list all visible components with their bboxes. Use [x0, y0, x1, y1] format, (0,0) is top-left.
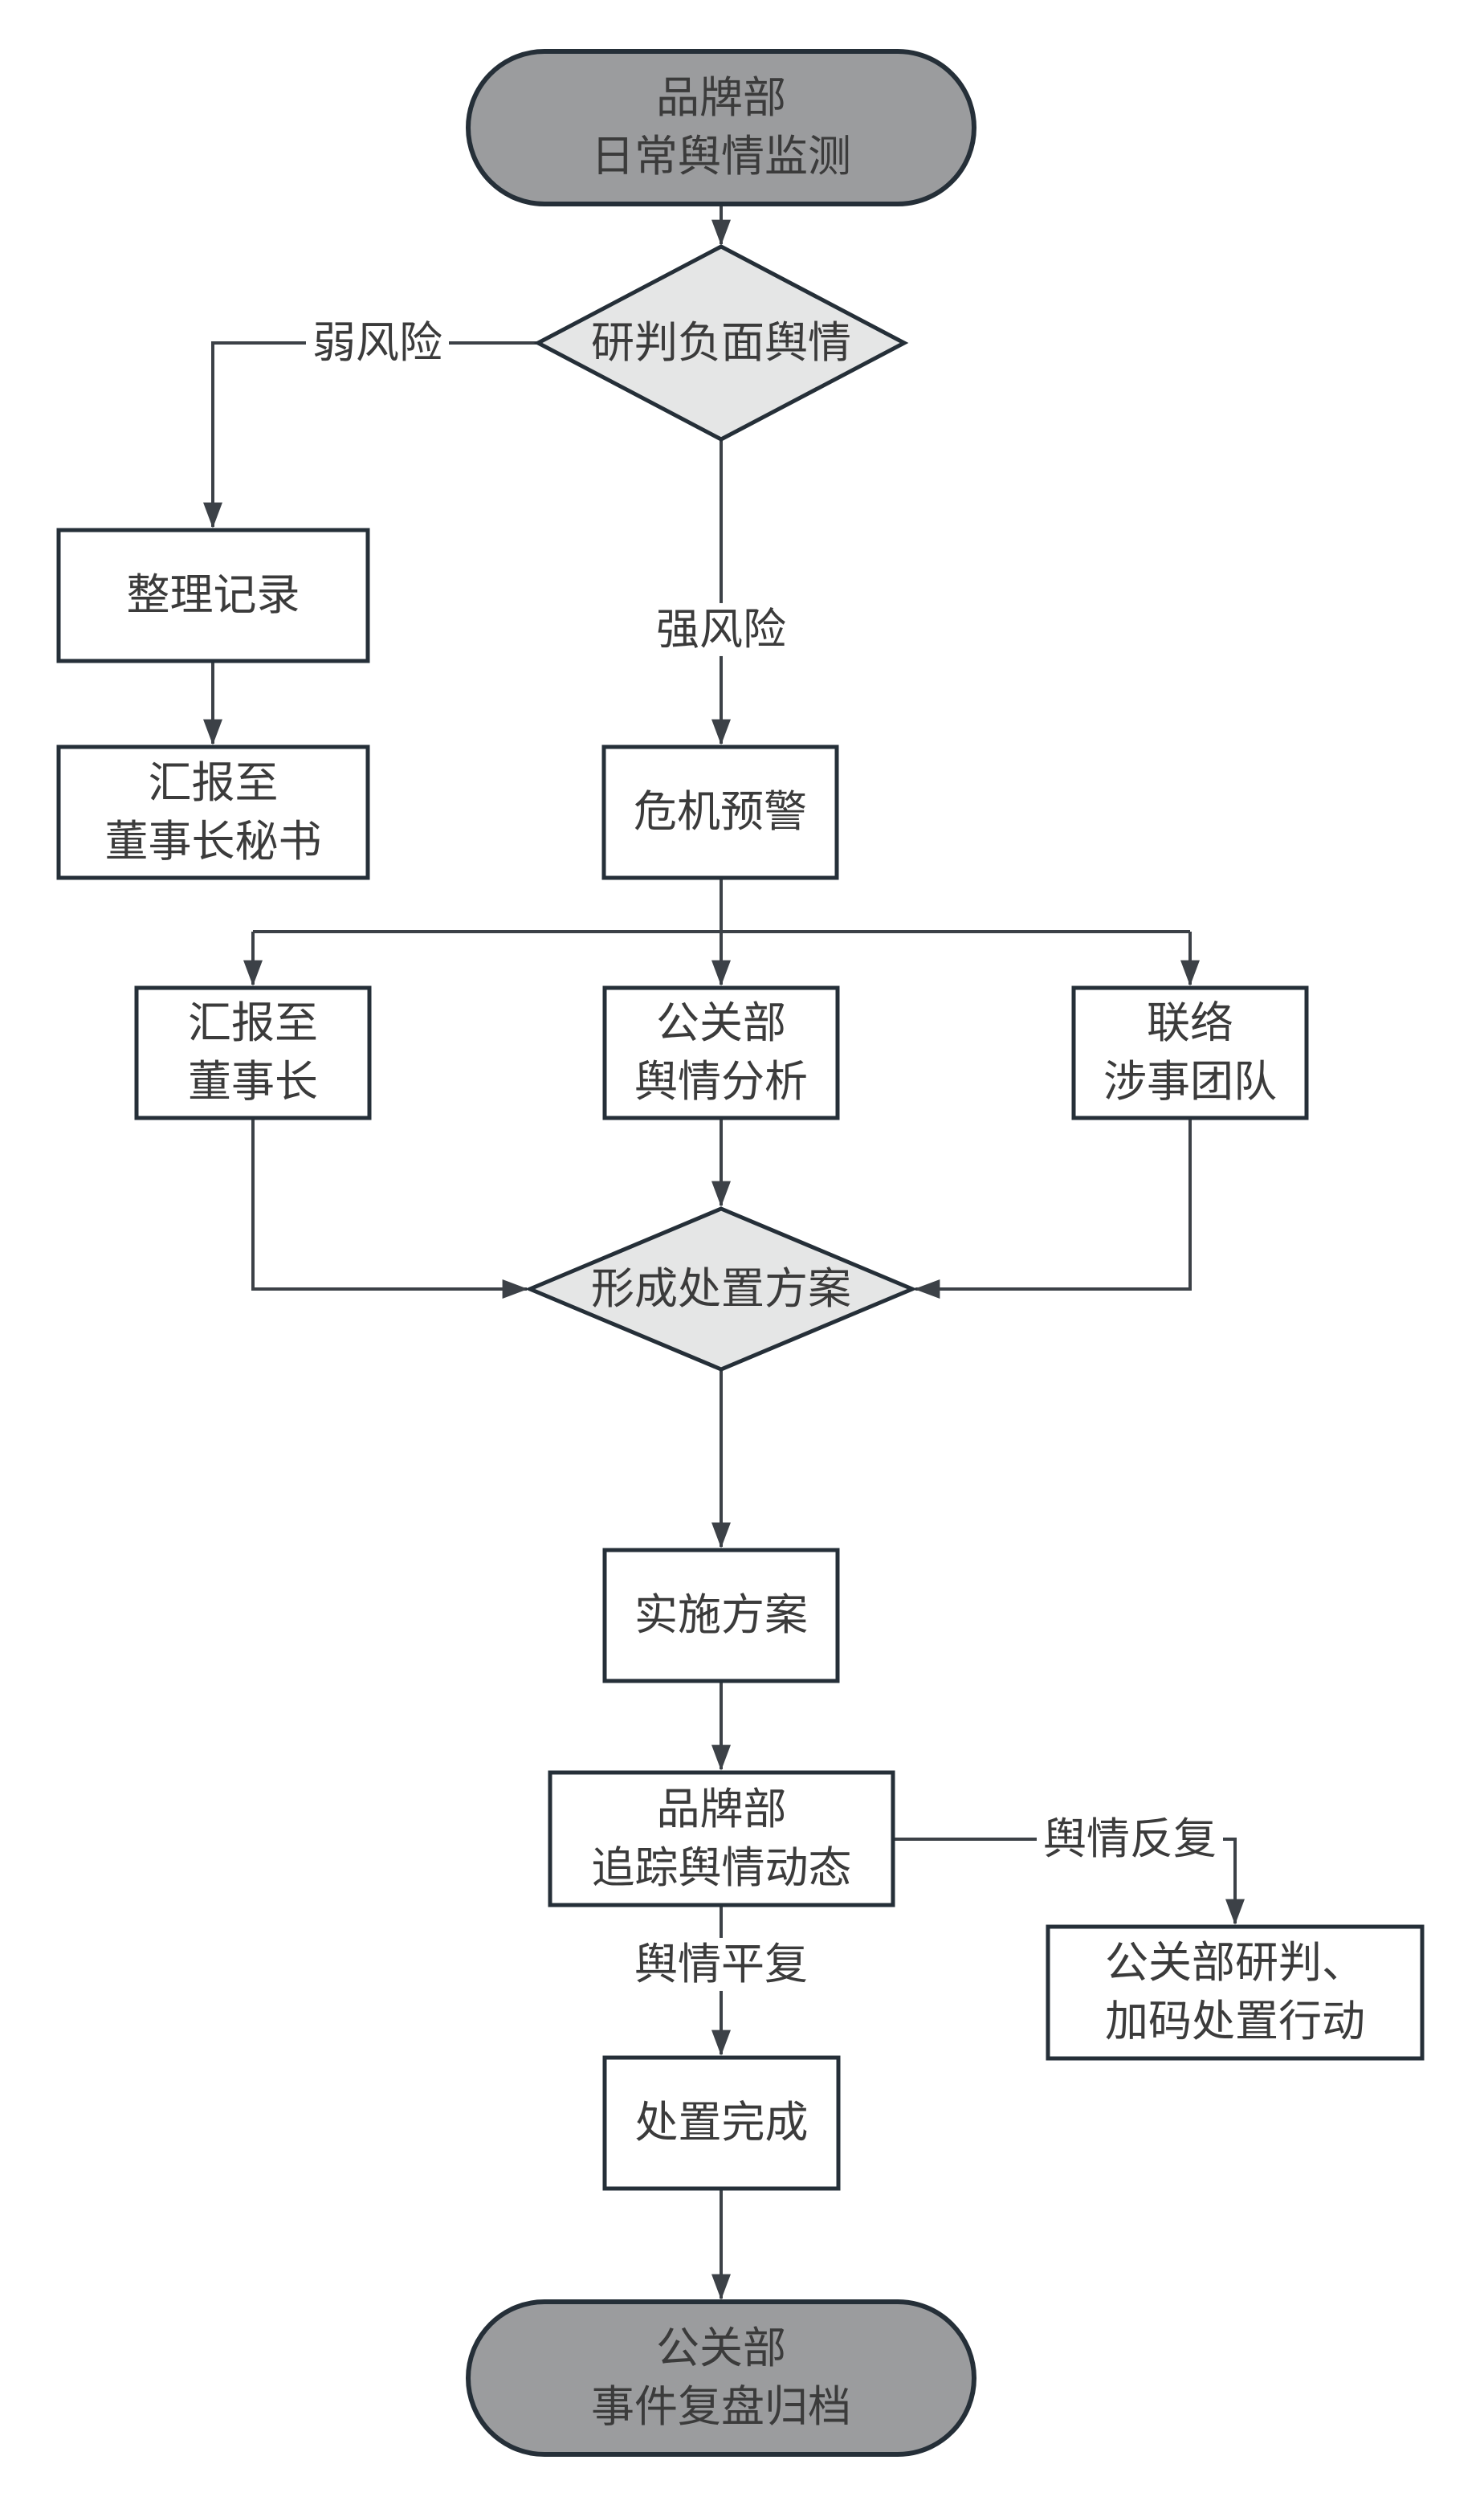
handling-complete-shape [602, 2055, 841, 2191]
organize-records-shape [56, 528, 370, 663]
pr-escalate-actions-shape [1046, 1924, 1425, 2061]
edge-weak-risk [203, 341, 538, 528]
track-sentiment-shape [548, 1770, 895, 1907]
report-to-chairman-secretary-shape [56, 745, 370, 880]
implement-plan-shape [602, 1548, 840, 1683]
pr-sentiment-analysis-shape [602, 985, 840, 1120]
edge-label-sentiment-relapse: 舆情反复 [1037, 1812, 1223, 1866]
form-response-plan-decision-shape [524, 1206, 918, 1372]
edge-sentiment-relapse [893, 1838, 1245, 1925]
edge-label-sentiment-calmed: 舆情平复 [628, 1937, 814, 1992]
edge-label-strong-risk: 强风险 [650, 602, 793, 657]
end-terminal-shape [466, 2299, 976, 2457]
edge-label-weak-risk: 弱风险 [306, 316, 449, 370]
report-to-chairman-shape [134, 985, 372, 1120]
edge-chairman-to-plan [251, 1119, 528, 1299]
edge-team-to-plan [914, 1118, 1192, 1299]
start-terminal-shape [466, 49, 976, 206]
contact-involved-team-shape [1071, 985, 1309, 1120]
assess-negative-sentiment-decision-shape [533, 244, 909, 442]
crisis-warning-shape [601, 745, 839, 880]
